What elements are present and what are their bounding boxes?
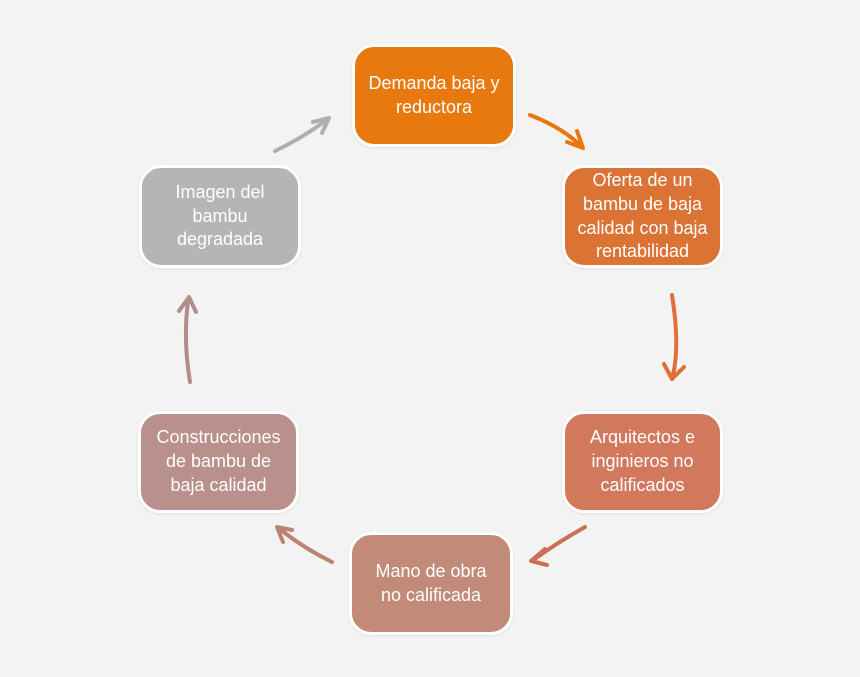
node-mano-de-obra: Mano de obra no calificada <box>349 532 513 635</box>
arrow-mano-to-construcciones-icon <box>275 525 334 564</box>
arrow-arquitectos-to-mano-icon <box>529 525 587 567</box>
node-arquitectos-label: Arquitectos e inginieros no calificados <box>589 427 696 495</box>
node-imagen-bambu-label: Imagen del bambu degradada <box>175 181 265 250</box>
node-construcciones-label: Construcciones de bambu de baja calidad <box>156 427 281 495</box>
node-arquitectos: Arquitectos e inginieros no calificados <box>562 411 723 513</box>
node-oferta-bambu: Oferta de un bambu de baja calidad con b… <box>562 165 723 268</box>
arrow-oferta-to-arquitectos-icon <box>662 293 686 381</box>
node-oferta-bambu-label: Oferta de un bambu de baja calidad con b… <box>577 170 708 262</box>
arrow-demanda-to-oferta-icon <box>528 113 585 150</box>
arrow-imagen-to-demanda-icon <box>273 116 331 153</box>
node-demanda-baja: Demanda baja y reductora <box>352 44 516 147</box>
arrow-construcciones-to-imagen-icon <box>177 295 198 384</box>
node-construcciones: Construcciones de bambu de baja calidad <box>138 411 299 513</box>
node-demanda-baja-label: Demanda baja y reductora <box>368 72 500 117</box>
node-mano-de-obra-label: Mano de obra no calificada <box>375 560 487 605</box>
node-imagen-bambu: Imagen del bambu degradada <box>139 165 301 268</box>
